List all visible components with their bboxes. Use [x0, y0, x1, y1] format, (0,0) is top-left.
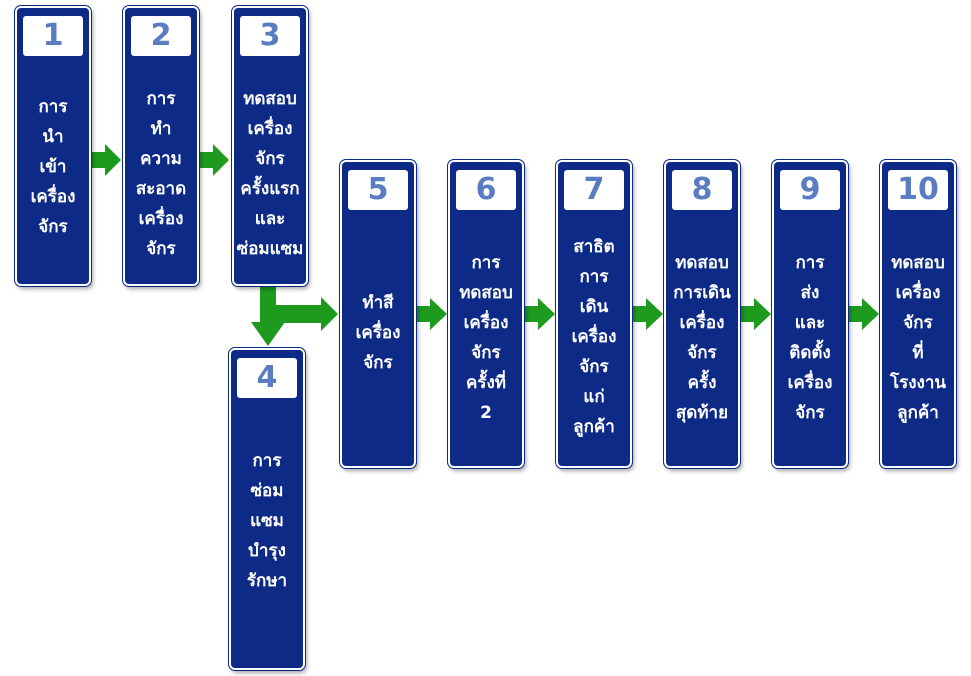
step-3-box: 3 ทดสอบ เครื่อง จักร ครั้งแรก และ ซ่อมแซ…	[232, 6, 308, 286]
step-8-label: ทดสอบ การเดิน เครื่อง จักร ครั้ง สุดท้าย	[673, 253, 731, 423]
step-7-box: 7 สาธิต การ เดิน เครื่อง จักร แก่ ลูกค้า	[556, 160, 632, 468]
step-5-box: 5 ทำสี เครื่อง จักร	[340, 160, 416, 468]
step-6-number: 6	[456, 170, 516, 210]
step-2-number: 2	[131, 16, 191, 56]
step-10-label: ทดสอบ เครื่อง จักร ที่ โรงงาน ลูกค้า	[889, 253, 947, 423]
step-1-box: 1 การ นำ เข้า เครื่อง จักร	[15, 6, 91, 286]
arrow-7-to-8	[630, 298, 663, 330]
step-9-box: 9 การ ส่ง และ ติดตั้ง เครื่อง จักร	[772, 160, 848, 468]
step-8-number: 8	[672, 170, 732, 210]
step-9-label: การ ส่ง และ ติดตั้ง เครื่อง จักร	[787, 253, 833, 423]
step-10-number: 10	[888, 170, 948, 210]
step-4-label: การ ซ่อม แซม บำรุง รักษา	[246, 451, 288, 591]
step-7-label: สาธิต การ เดิน เครื่อง จักร แก่ ลูกค้า	[571, 237, 617, 437]
step-7-number: 7	[564, 170, 624, 210]
arrow-3-to-4	[251, 286, 285, 346]
arrow-1-to-2	[90, 144, 121, 176]
step-6-box: 6 การ ทดสอบ เครื่อง จักร ครั้งที่ 2	[448, 160, 524, 468]
step-1-label: การ นำ เข้า เครื่อง จักร	[30, 97, 76, 237]
arrow-6-to-7	[522, 298, 555, 330]
step-6-label: การ ทดสอบ เครื่อง จักร ครั้งที่ 2	[459, 253, 513, 423]
step-8-box: 8 ทดสอบ การเดิน เครื่อง จักร ครั้ง สุดท้…	[664, 160, 740, 468]
step-2-label: การ ทำ ความ สะอาด เครื่อง จักร	[135, 89, 187, 259]
arrow-5-to-6	[414, 298, 447, 330]
step-3-number: 3	[240, 16, 300, 56]
step-10-box: 10 ทดสอบ เครื่อง จักร ที่ โรงงาน ลูกค้า	[880, 160, 956, 468]
step-2-box: 2 การ ทำ ความ สะอาด เครื่อง จักร	[123, 6, 199, 286]
arrow-2-to-3	[198, 144, 229, 176]
arrow-8-to-9	[738, 298, 771, 330]
step-5-label: ทำสี เครื่อง จักร	[355, 293, 401, 373]
step-5-number: 5	[348, 170, 408, 210]
step-4-box: 4 การ ซ่อม แซม บำรุง รักษา	[229, 348, 305, 670]
step-4-number: 4	[237, 358, 297, 398]
arrow-3-to-5	[276, 297, 338, 331]
step-3-label: ทดสอบ เครื่อง จักร ครั้งแรก และ ซ่อมแซม	[236, 89, 304, 259]
step-9-number: 9	[780, 170, 840, 210]
step-1-number: 1	[23, 16, 83, 56]
arrow-9-to-10	[846, 298, 879, 330]
